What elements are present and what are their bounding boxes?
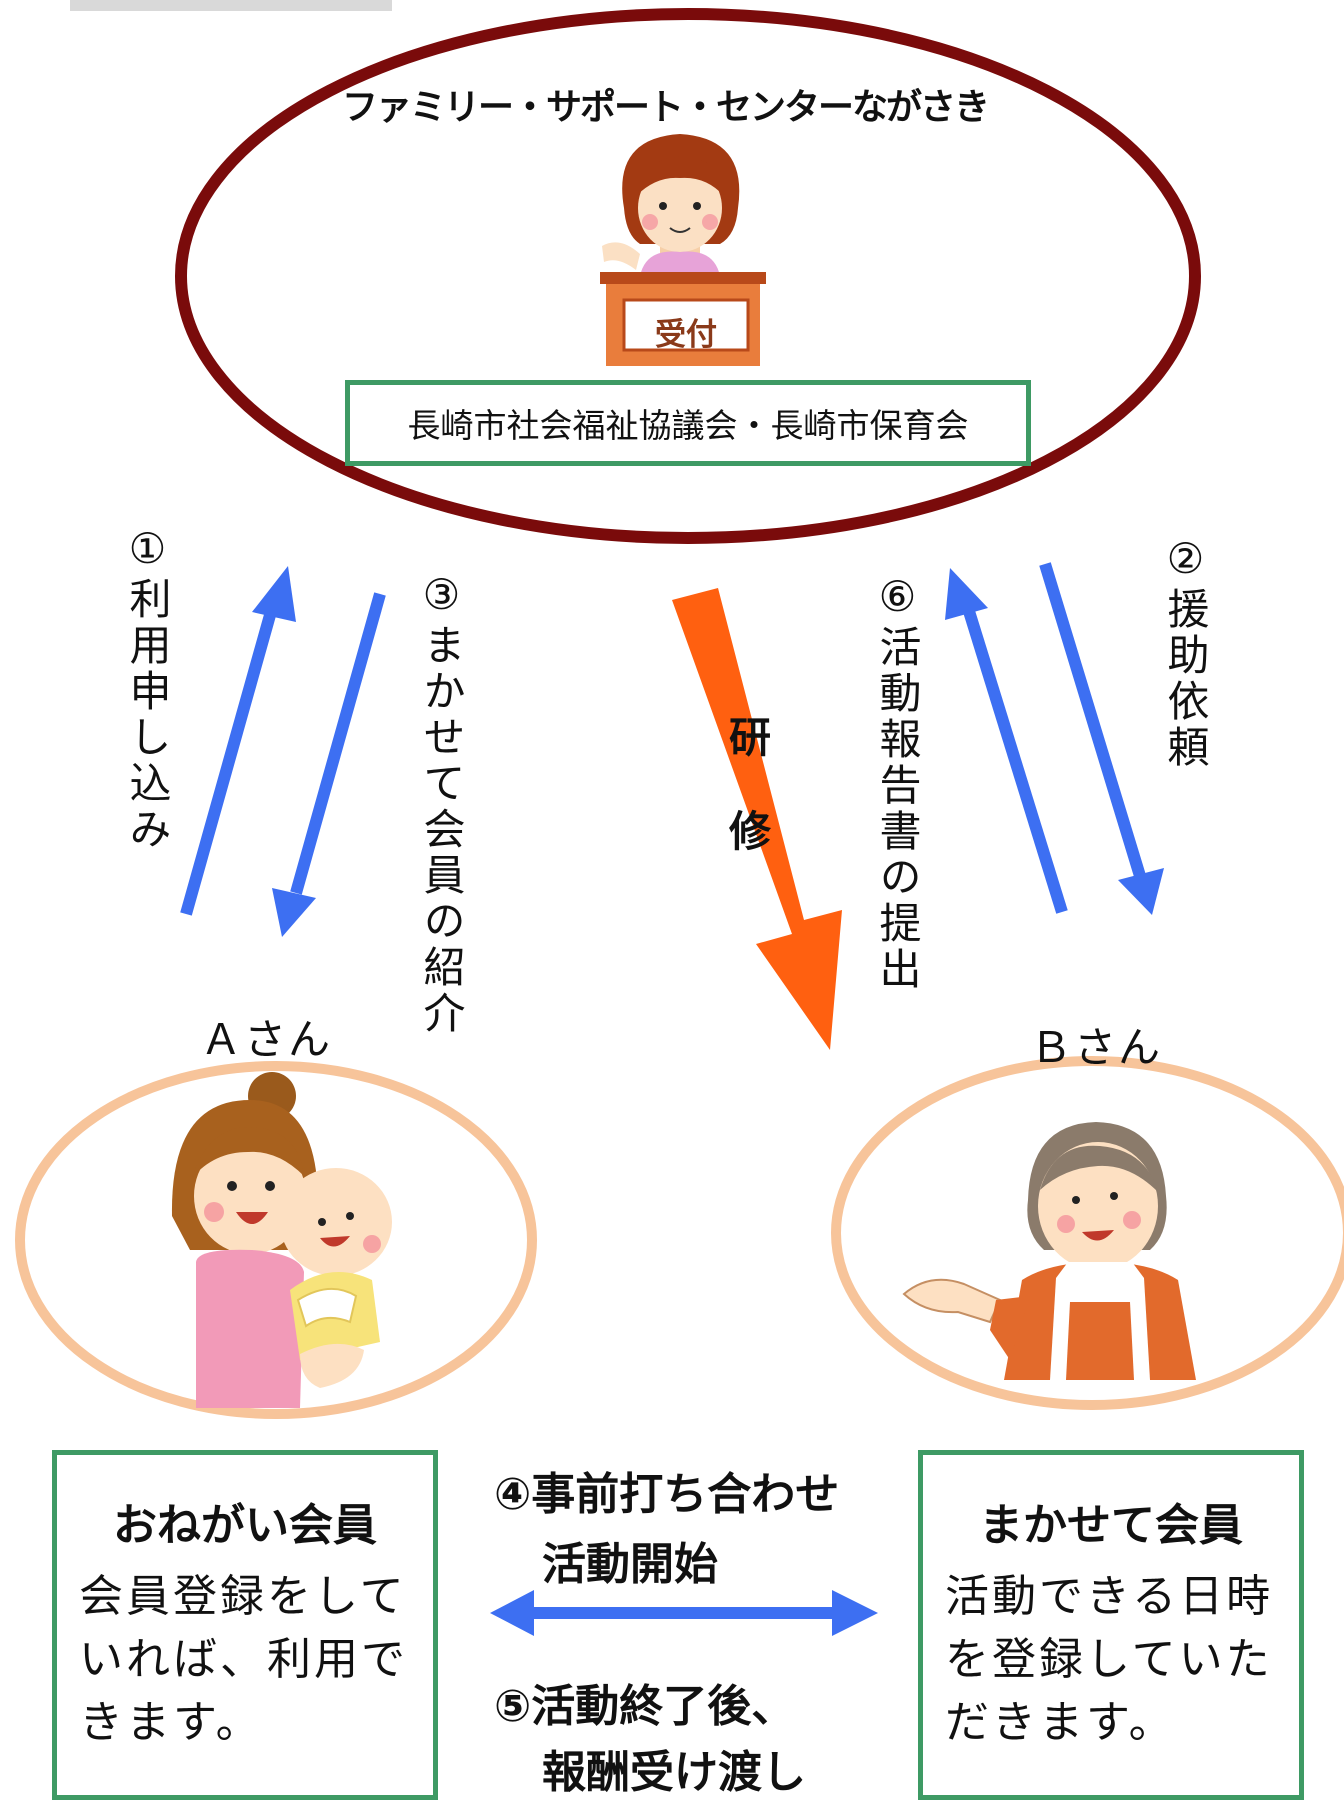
training-char-2: 修 (728, 807, 771, 856)
step-4-line1: ④事前打ち合わせ (494, 1469, 840, 1520)
training-char-1: 研 (728, 713, 771, 762)
arrow-introduce-down (272, 592, 386, 937)
receptionist-icon (600, 134, 766, 366)
caregiver-woman-icon (902, 1122, 1196, 1380)
person-b-label: Ｂさん (1030, 1023, 1163, 1072)
center-title: ファミリー・サポート・センターながさき (341, 87, 990, 128)
step-5-line2: 報酬受け渡し (542, 1747, 806, 1798)
step-2-label: ②援助依頼 (1161, 534, 1210, 771)
person-b-ellipse (831, 1056, 1344, 1410)
arrow-apply-up (180, 566, 296, 916)
org-label: 長崎市社会福祉協議会・長崎市保育会 (407, 406, 969, 445)
member-b-title: まかせて会員 (979, 1500, 1243, 1551)
reception-sign: 受付 (655, 317, 717, 353)
step-4-line2: 活動開始 (542, 1539, 718, 1590)
step-5-line1: ⑤活動終了後、 (494, 1681, 796, 1732)
member-a-box: おねがい会員 会員登録をしていれば、利用できます。 (52, 1450, 438, 1800)
mother-with-baby-icon (171, 1072, 392, 1408)
top-gray-tab (70, 0, 392, 11)
member-a-title: おねがい会員 (113, 1500, 377, 1551)
member-b-body: 活動できる日時を登録していただきます。 (945, 1571, 1274, 1748)
arrow-training (672, 588, 842, 1050)
member-a-body: 会員登録をしていれば、利用できます。 (79, 1571, 408, 1748)
step-6-label: ⑥活動報告書の提出 (873, 572, 922, 993)
step-3-label: ③まかせて会員の紹介 (417, 570, 466, 1037)
org-box: 長崎市社会福祉協議会・長崎市保育会 (345, 380, 1031, 466)
arrow-report-up (945, 568, 1068, 914)
member-b-box: まかせて会員 活動できる日時を登録していただきます。 (918, 1450, 1304, 1800)
center-ellipse (175, 8, 1201, 544)
person-a-label: Ａさん (200, 1015, 333, 1064)
step-1-label: ①利用申し込み (123, 524, 172, 853)
arrow-request-down (1039, 562, 1164, 915)
arrow-activity-both (490, 1590, 878, 1636)
person-a-ellipse (15, 1061, 537, 1419)
